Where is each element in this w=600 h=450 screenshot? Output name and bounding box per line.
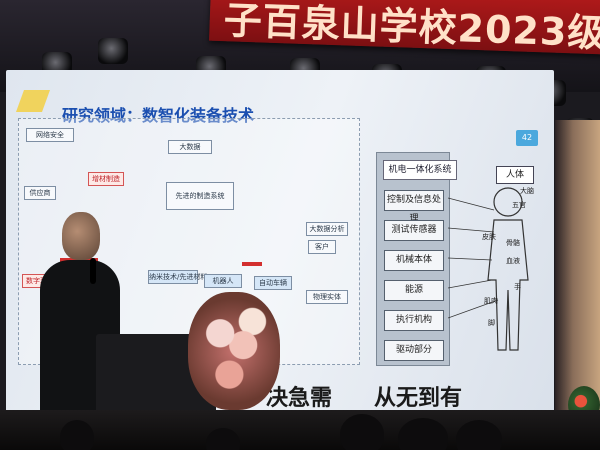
mechatronics-item: 能源 (384, 280, 444, 301)
diagram-box: 纳米技术/先进材料 (148, 270, 207, 284)
mechatronics-item: 驱动部分 (384, 340, 444, 361)
flower-bouquet (188, 292, 280, 410)
body-label: 手 (514, 283, 521, 291)
spotlight (98, 38, 128, 64)
slide-page-number: 42 (516, 130, 538, 146)
mechatronics-item: 测试传感器 (384, 220, 444, 241)
speaker-head (62, 212, 100, 260)
diagram-box: 机器人 (204, 274, 242, 288)
audience-head (398, 418, 448, 450)
diagram-box: 自动车辆 (254, 276, 292, 290)
diagram-box: 大数据 (168, 140, 212, 154)
audience-head (456, 420, 502, 450)
audience-head (340, 414, 384, 450)
diagram-box: 物理实体 (306, 290, 348, 304)
mechatronics-item: 控制及信息处理 (384, 190, 444, 224)
red-arrow (242, 262, 262, 266)
diagram-box: 先进的制造系统 (166, 182, 234, 210)
body-label: 血液 (506, 257, 520, 265)
audience-head (60, 420, 94, 450)
body-label: 皮肤 (482, 233, 496, 241)
mechatronics-item: 机械本体 (384, 250, 444, 271)
diagram-box: 大数据分析 (306, 222, 348, 236)
mechatronics-item: 执行机构 (384, 310, 444, 331)
diagram-box: 客户 (308, 240, 336, 254)
body-label: 肌肉 (484, 297, 498, 305)
diagram-box: 供应商 (24, 186, 56, 200)
human-body-figure (448, 187, 529, 351)
human-body-title: 人体 (496, 166, 534, 184)
body-label: 骨骼 (506, 239, 520, 247)
slide-bottom-text: 决急需 (266, 386, 333, 411)
slide-title: 研究领域：数智化装备技术 (62, 106, 255, 125)
body-label: 五官 (512, 201, 526, 209)
microphone (90, 258, 96, 284)
audience-head (206, 428, 240, 450)
diagram-box: 网络安全 (26, 128, 74, 142)
diagram-box: 增材制造 (88, 172, 124, 186)
mechatronics-title: 机电一体化系统 (383, 160, 457, 180)
slide-bottom-text: 从无到有 (374, 386, 463, 411)
body-label: 大脑 (520, 187, 534, 195)
body-label: 脚 (488, 319, 495, 327)
